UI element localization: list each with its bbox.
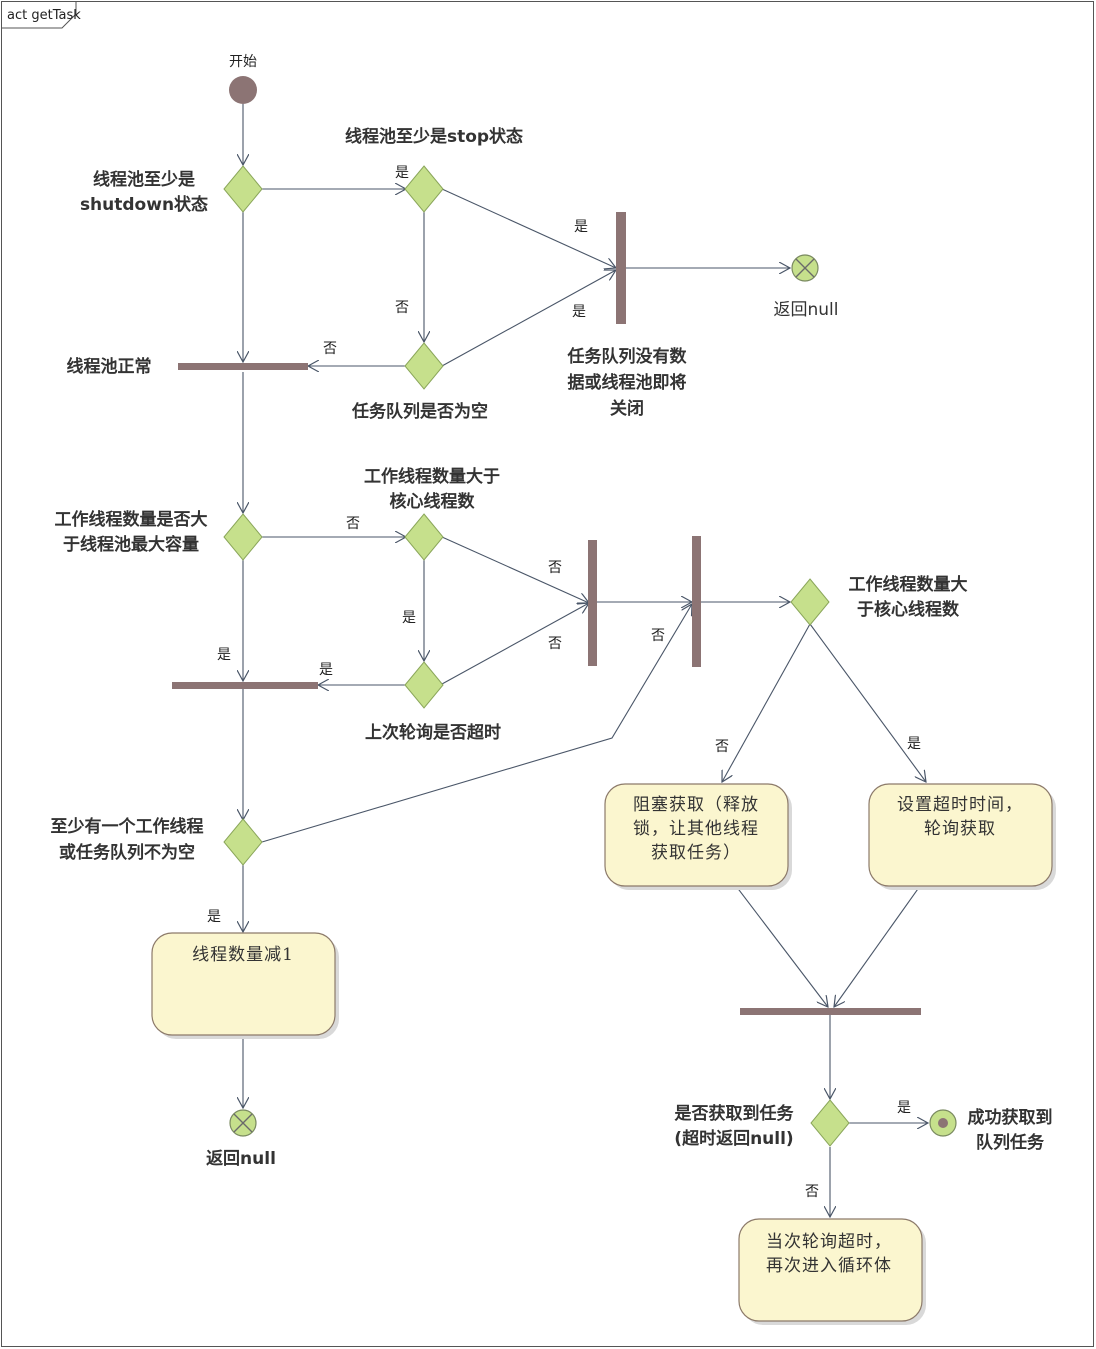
label-fork-note-1: 任务队列没有数 [567, 346, 688, 367]
decision-shutdown [223, 165, 263, 213]
decision-core-threads-2 [790, 578, 830, 626]
label-worker-queue-2: 或任务队列不为空 [59, 842, 195, 863]
final-node-success [929, 1109, 957, 1137]
guard-no: 否 [651, 628, 665, 644]
join-bar-normal [178, 363, 308, 370]
join-bar-fetch [740, 1008, 921, 1015]
label-task-acquired-2: (超时返回null) [674, 1128, 793, 1149]
decision-stop [404, 165, 444, 213]
decision-task-acquired [810, 1099, 850, 1147]
guard-yes: 是 [402, 610, 416, 626]
label-core-threads-2b: 于核心线程数 [857, 599, 960, 620]
label-return-null-1: 返回null [774, 300, 839, 320]
decision-last-poll-timeout [404, 661, 444, 709]
decision-worker-or-queue [223, 818, 263, 866]
guard-yes: 是 [897, 1100, 911, 1116]
guard-no: 否 [548, 560, 562, 576]
join-bar-no-2 [692, 536, 701, 667]
frame-title: act getTask [7, 8, 81, 23]
label-pool-normal: 线程池正常 [67, 356, 152, 377]
end-node-return-null-1 [791, 254, 819, 282]
label-stop: 线程池至少是stop状态 [345, 126, 523, 147]
label-queue-empty: 任务队列是否为空 [351, 401, 488, 422]
label-max-capacity-1: 工作线程数量是否大 [55, 509, 208, 530]
join-bar-yes [172, 682, 318, 689]
join-bar-return-null [616, 212, 626, 324]
guard-yes: 是 [572, 304, 586, 320]
label-fork-note-2: 据或线程池即将 [568, 372, 687, 393]
guard-no: 否 [548, 636, 562, 652]
frame-tab [1, 1, 77, 29]
label-timeout-loop-2: 再次进入循环体 [766, 1256, 892, 1276]
activity-poll-timeout-loop [738, 1218, 923, 1322]
label-worker-queue-1: 至少有一个工作线程 [51, 816, 204, 837]
guard-no: 否 [715, 739, 729, 755]
label-timed-poll-1: 设置超时时间， [897, 795, 1023, 815]
guard-yes: 是 [907, 736, 921, 752]
guard-no: 否 [805, 1184, 819, 1200]
activity-blocking-take [604, 783, 789, 887]
label-return-null-2: 返回null [206, 1149, 276, 1169]
label-blocking-1: 阻塞获取（释放 [633, 795, 759, 815]
label-decrement: 线程数量减1 [192, 945, 294, 965]
label-blocking-3: 获取任务） [651, 843, 741, 863]
label-success-2: 队列任务 [976, 1132, 1045, 1153]
guard-yes: 是 [207, 909, 221, 925]
decision-max-capacity [223, 513, 263, 561]
label-task-acquired-1: 是否获取到任务 [675, 1103, 795, 1124]
label-shutdown-1: 线程池至少是 [93, 169, 195, 190]
join-bar-no-1 [588, 540, 597, 666]
guard-no: 否 [395, 300, 409, 316]
label-fork-note-3: 关闭 [610, 398, 644, 419]
activity-decrement-threads [151, 932, 336, 1036]
guard-no: 否 [323, 341, 337, 357]
activity-timed-poll [868, 783, 1053, 887]
label-core-threads-2a: 工作线程数量大 [849, 574, 968, 595]
label-blocking-2: 锁，让其他线程 [633, 819, 759, 839]
start-node [229, 76, 257, 104]
guard-yes: 是 [319, 662, 333, 678]
label-core-threads-1b: 核心线程数 [390, 491, 476, 512]
label-last-poll: 上次轮询是否超时 [365, 722, 501, 743]
label-timed-poll-2: 轮询获取 [924, 819, 996, 839]
end-node-return-null-2 [229, 1109, 257, 1137]
decision-core-threads-1 [404, 513, 444, 561]
label-max-capacity-2: 于线程池最大容量 [63, 534, 199, 555]
guard-yes: 是 [395, 165, 409, 181]
guard-yes: 是 [217, 647, 231, 663]
label-core-threads-1a: 工作线程数量大于 [364, 466, 500, 487]
guard-yes: 是 [574, 219, 588, 235]
label-start: 开始 [229, 54, 257, 70]
label-success-1: 成功获取到 [968, 1107, 1053, 1128]
label-timeout-loop-1: 当次轮询超时， [766, 1232, 892, 1252]
guard-no: 否 [346, 516, 360, 532]
decision-queue-empty [404, 342, 444, 390]
label-shutdown-2: shutdown状态 [80, 194, 208, 215]
